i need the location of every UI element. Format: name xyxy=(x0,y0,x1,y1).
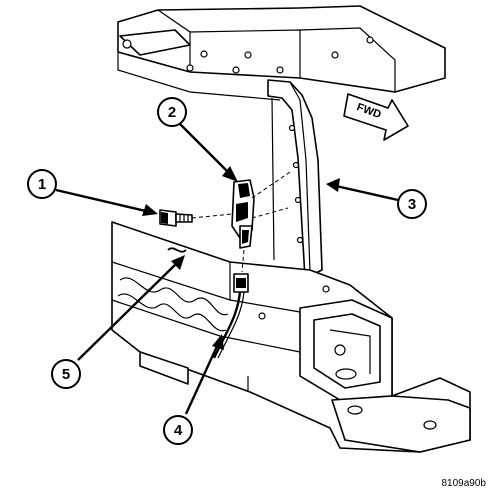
callout-4: 4 xyxy=(163,415,193,445)
leader-line-5 xyxy=(77,261,179,361)
connector-alignment-line xyxy=(241,249,245,273)
callout-1-label: 1 xyxy=(38,176,46,193)
leader-arrowhead-4 xyxy=(212,334,224,350)
leader-line-4 xyxy=(184,343,220,415)
callout-5-label: 5 xyxy=(62,366,70,383)
pillar-bracket xyxy=(267,79,323,279)
leader-lines xyxy=(55,123,399,415)
sensor-alignment-line-upper xyxy=(251,171,291,199)
callout-3: 3 xyxy=(397,189,427,219)
forward-direction-arrow: FWD xyxy=(343,93,409,141)
leader-arrowhead-2 xyxy=(222,166,238,182)
callout-2-label: 2 xyxy=(168,104,176,121)
leader-line-2 xyxy=(179,123,233,177)
lower-frame-rail xyxy=(111,221,471,453)
callout-5: 5 xyxy=(51,359,81,389)
impact-sensor xyxy=(231,179,255,249)
callout-1: 1 xyxy=(27,169,57,199)
callout-2: 2 xyxy=(157,97,187,127)
callout-4-label: 4 xyxy=(174,422,183,439)
leader-arrowhead-5 xyxy=(171,255,185,270)
mounting-bolt xyxy=(159,209,193,227)
leader-line-1 xyxy=(55,188,151,214)
figure-code: 8109a90b xyxy=(442,478,487,489)
leader-arrowhead-1 xyxy=(142,204,158,216)
sensor-alignment-line-lower xyxy=(251,207,289,219)
wire-harness-connector xyxy=(212,273,249,359)
leader-line-3 xyxy=(335,184,399,202)
bolt-alignment-line xyxy=(191,213,233,219)
upper-frame-rail xyxy=(117,5,446,101)
harness-route-mark xyxy=(167,247,187,253)
leader-arrowhead-3 xyxy=(326,178,340,192)
callout-3-label: 3 xyxy=(408,196,416,213)
